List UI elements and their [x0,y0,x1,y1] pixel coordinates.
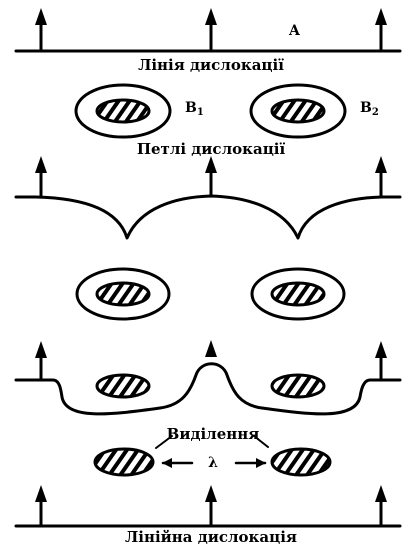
arrow-up-icon [375,341,387,358]
wrapping-line-row5 [16,355,400,414]
loops-row4 [77,269,344,319]
wrapping-dislocation-line [16,364,400,414]
arrow-up-icon [375,8,387,25]
bowed-dislocation-line [16,196,400,238]
label-b1: B1 [185,101,204,118]
label-a: A [289,24,300,38]
loops-row2 [76,85,345,137]
arrow-up-icon [375,485,387,502]
label-dislocation-line: Лінія дислокації [138,58,284,73]
precipitate-right [272,449,330,475]
label-b2: B2 [360,101,379,118]
arrow-up-icon [205,340,217,357]
precipitate-left [97,375,149,397]
label-dislocation-loops: Петлі дислокації [137,142,285,157]
label-linear-dislocation: Лінійна дислокація [125,530,297,545]
arrow-up-icon [35,8,47,25]
arrow-up-icon [35,485,47,502]
dislocation-line-row1 [16,22,400,51]
arrow-up-icon [375,156,387,173]
arrow-up-icon [205,485,217,502]
arrow-up-icon [35,341,47,358]
precipitate-b1 [97,100,149,122]
arrow-up-icon [205,8,217,25]
precipitate-left [97,283,149,305]
arrow-up-icon [205,156,217,173]
precipitate-right [272,375,324,397]
precipitate-right [272,283,324,305]
bowed-line-row3 [16,170,400,238]
linear-dislocation-row7 [16,499,400,526]
arrow-up-icon [35,156,47,173]
precipitate-b2 [272,100,324,122]
precipitate-left [95,449,153,475]
label-precipitates: Виділення [167,427,260,442]
label-lambda: λ [208,456,218,470]
